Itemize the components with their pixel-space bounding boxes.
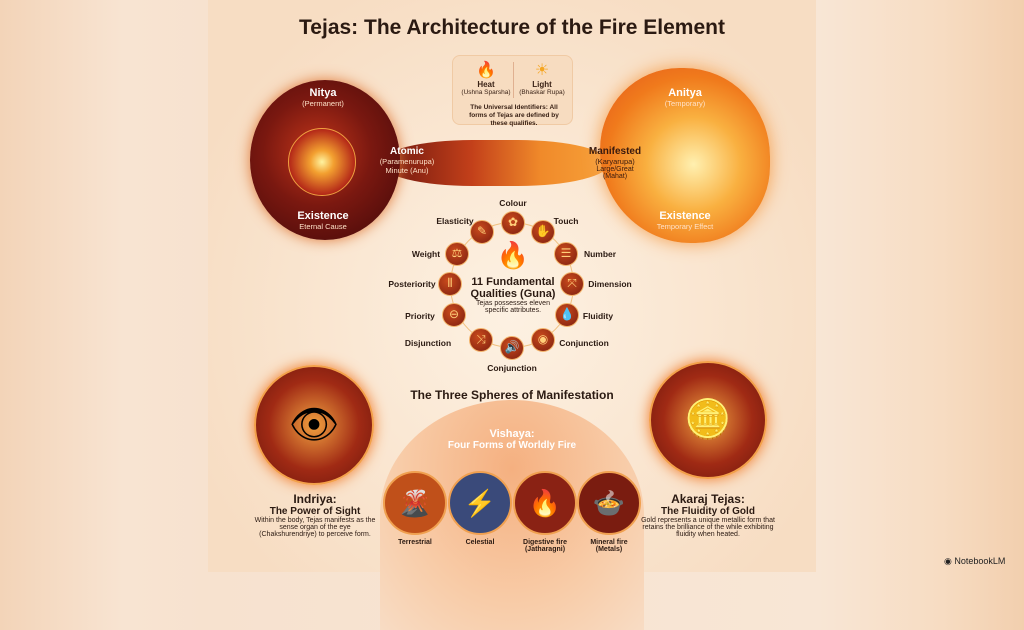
- form-sub: (Jatharagni): [524, 546, 566, 553]
- form-name: Celestial: [465, 539, 495, 546]
- quality-label: Dimension: [588, 279, 632, 289]
- notebooklm-brand: ◉ NotebookLM: [944, 556, 1006, 566]
- quality-icon-fluidity: 💧: [555, 303, 579, 327]
- quality-label: Posteriority: [388, 279, 436, 289]
- quality-label: Touch: [553, 216, 579, 226]
- center-flame-icon: 🔥: [496, 240, 530, 270]
- quality-icon-conjunction: 🔊: [500, 336, 524, 360]
- akaraj-desc: Gold represents a unique metallic form t…: [641, 517, 775, 538]
- anitya-sub: (Temporary): [664, 99, 706, 108]
- identifiers-caption: The Universal Identifiers: All forms of …: [469, 104, 559, 127]
- qualities-desc: Tejas possesses eleven specific attribut…: [476, 300, 550, 314]
- vishaya-1-icon: ⚡: [448, 471, 512, 535]
- quality-label: Weight: [411, 249, 441, 259]
- nitya-title: Nitya: [309, 87, 337, 99]
- vishaya-form-label: Digestive fire(Jatharagni): [523, 539, 567, 553]
- heat-flame-icon: 🔥: [476, 62, 496, 79]
- quality-icon-weight: ⚖: [445, 242, 469, 266]
- form-name: Terrestrial: [398, 539, 432, 546]
- qualities-title: 11 Fundamental: [471, 276, 555, 288]
- akaraj-title: Akaraj Tejas:: [671, 492, 745, 506]
- quality-icon-touch: ✋: [531, 220, 555, 244]
- quality-icon-conjunction: ◉: [531, 328, 555, 352]
- brand-label: NotebookLM: [954, 556, 1006, 566]
- atom-icon: [288, 128, 356, 196]
- quality-icon-dimension: ⤧: [560, 272, 584, 296]
- atomic-desc: Minute (Anu): [385, 166, 429, 175]
- quality-label: Conjunction: [559, 338, 609, 348]
- indriya-desc: Within the body, Tejas manifests as the …: [254, 517, 376, 538]
- atomic-label: Atomic: [390, 146, 424, 157]
- spheres-title: The Three Spheres of Manifestation: [410, 388, 614, 402]
- quality-label: Fluidity: [582, 311, 614, 321]
- quality-icon-number: ☰: [554, 242, 578, 266]
- vishaya-2-icon: 🔥: [513, 471, 577, 535]
- vishaya-form-label: Terrestrial: [398, 539, 432, 546]
- light-sub: (Bhaskar Rupa): [519, 89, 565, 96]
- gold-illustration: 🪙: [649, 361, 767, 479]
- quality-label: Disjunction: [404, 338, 452, 348]
- existence-right-sub: Temporary Effect: [656, 222, 714, 231]
- quality-label: Colour: [499, 198, 527, 208]
- anitya-fire: [600, 68, 770, 243]
- nitya-sub: (Permanent): [302, 99, 344, 108]
- quality-label: Elasticity: [436, 216, 474, 226]
- quality-label: Conjunction: [487, 363, 537, 373]
- form-sub: (Metals): [595, 546, 623, 553]
- form-name: Mineral fire: [590, 539, 628, 546]
- indriya-subtitle: The Power of Sight: [269, 506, 361, 517]
- vishaya-3-icon: 🍲: [577, 471, 641, 535]
- qualities-title2: Qualities (Guna): [470, 288, 556, 300]
- sun-icon: ☀: [534, 62, 550, 79]
- vishaya-form-label: Celestial: [466, 539, 495, 546]
- page-title: Tejas: The Architecture of the Fire Elem…: [299, 16, 725, 39]
- vishaya-title: Vishaya:: [489, 428, 535, 440]
- quality-label: Priority: [405, 311, 435, 321]
- heat-label: Heat: [477, 80, 495, 89]
- existence-left: Existence: [297, 210, 349, 222]
- connecting-flame: [380, 140, 610, 186]
- heat-sub: (Ushna Sparsha): [461, 89, 511, 96]
- manifested-label: Manifested: [588, 146, 642, 157]
- manifested-sub: (Karyarupa): [595, 157, 635, 166]
- existence-right: Existence: [659, 210, 711, 222]
- quality-icon-posteriority: ⦀: [438, 272, 462, 296]
- akaraj-subtitle: The Fluidity of Gold: [661, 506, 755, 517]
- form-name: Digestive fire: [523, 539, 567, 546]
- atomic-sub: (Paramenurupa): [379, 157, 435, 166]
- indriya-title: Indriya:: [293, 492, 337, 506]
- quality-icon-colour: ✿: [501, 211, 525, 235]
- quality-icon-priority: ⊖: [442, 303, 466, 327]
- universal-identifiers-box: 🔥 Heat (Ushna Sparsha) ☀ Light (Bhaskar …: [452, 55, 573, 127]
- quality-icon-disjunction: ⤨: [469, 328, 493, 352]
- vishaya-form-label: Mineral fire(Metals): [590, 539, 627, 553]
- light-label: Light: [532, 80, 552, 89]
- existence-left-sub: Eternal Cause: [299, 222, 347, 231]
- anitya-title: Anitya: [668, 87, 702, 99]
- vishaya-subtitle: Four Forms of Worldly Fire: [447, 440, 577, 451]
- quality-icon-elasticity: ✎: [470, 220, 494, 244]
- quality-label: Number: [583, 249, 617, 259]
- eye-illustration: 👁: [254, 365, 374, 485]
- vishaya-0-icon: 🌋: [383, 471, 447, 535]
- manifested-desc: Large/Great: [596, 166, 634, 173]
- manifested-desc2: (Mahat): [602, 173, 628, 180]
